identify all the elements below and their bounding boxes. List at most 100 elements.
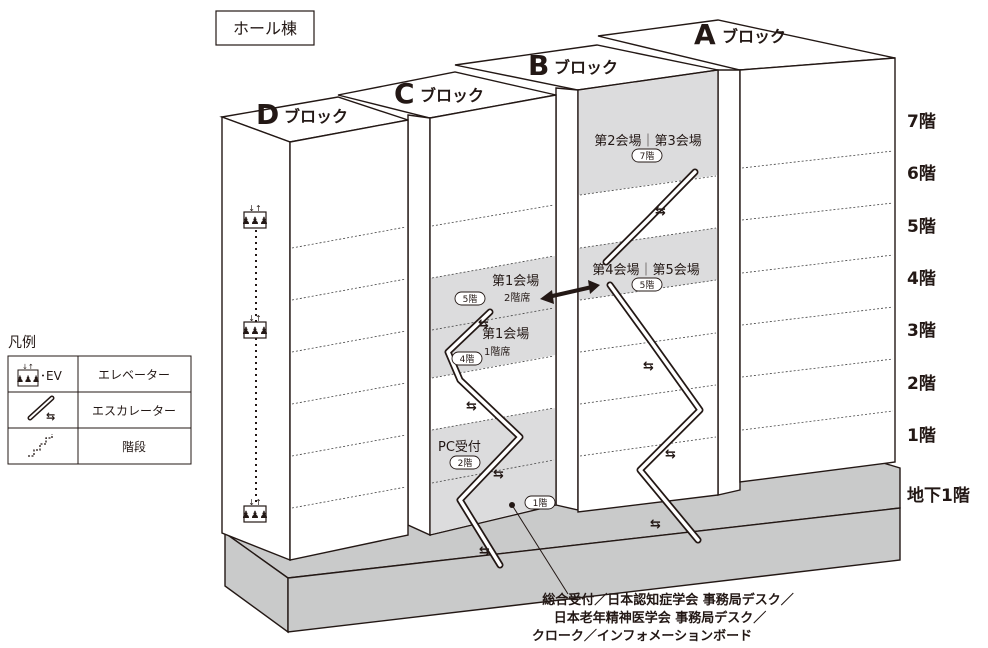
svg-text:D: D: [256, 98, 279, 131]
svg-text:C: C: [394, 77, 415, 110]
callout: 総合受付／日本認知症学会 事務局デスク／ 日本老年精神医学会 事務局デスク／ ク…: [532, 592, 794, 644]
svg-text:⇆: ⇆: [643, 359, 654, 374]
svg-text:↓↑: ↓↑: [248, 314, 261, 323]
block-b-label: B ブロック: [528, 49, 618, 82]
svg-text:1階: 1階: [533, 498, 548, 509]
block-c-label: C ブロック: [394, 77, 484, 110]
svg-text:1階席: 1階席: [484, 345, 510, 358]
svg-text:ブロック: ブロック: [554, 58, 618, 77]
legend-title: 凡例: [8, 335, 36, 351]
escalator-icon: ⇆: [655, 204, 666, 219]
floor-label-5f: 5階: [907, 217, 936, 237]
block-c-floor-lines: [431, 204, 555, 484]
svg-text:総合受付／日本認知症学会 事務局デスク／: 総合受付／日本認知症学会 事務局デスク／: [542, 592, 794, 608]
block-a-side: [739, 57, 896, 483]
venue-ground-marker: 1階: [509, 495, 569, 595]
escalator-icon: ⇆: [665, 447, 676, 462]
svg-text:⇆: ⇆: [665, 447, 676, 462]
stairs-icon: [28, 434, 53, 457]
svg-text:ブロック: ブロック: [284, 107, 348, 126]
floor-label-2f: 2階: [907, 374, 936, 394]
escalator-icon: ⇆: [493, 467, 504, 482]
svg-text:エレベーター: エレベーター: [98, 368, 170, 382]
svg-text:↓↑: ↓↑: [248, 204, 261, 213]
svg-text:ブロック: ブロック: [722, 27, 786, 46]
svg-text:5階: 5階: [463, 294, 478, 305]
block-c-front: [407, 114, 431, 537]
svg-text:2階: 2階: [458, 458, 473, 469]
svg-text:第2会場｜第3会場: 第2会場｜第3会場: [594, 134, 702, 149]
venue-room1-main: 第1会場 1階席 4階: [451, 327, 529, 366]
floor-label-7f: 7階: [907, 112, 936, 132]
svg-text:ホール棟: ホール棟: [233, 19, 297, 38]
svg-text:⇆: ⇆: [46, 410, 55, 423]
block-d-side: [289, 119, 409, 561]
floor-label-6f: 6階: [907, 164, 936, 184]
svg-text:クローク／インフォメーションボード: クローク／インフォメーションボード: [532, 628, 752, 644]
block-b-front: [555, 87, 579, 511]
venue-room45-area: [579, 228, 717, 300]
venue-room1-balcony: 第1会場 2階席 5階: [454, 274, 539, 306]
svg-text:⇆: ⇆: [478, 317, 489, 332]
escalator-route-b: [602, 168, 704, 544]
block-a-front: [717, 69, 741, 496]
svg-text:B: B: [528, 49, 549, 82]
svg-text:♟♟♟: ♟♟♟: [242, 216, 269, 227]
svg-text:⇆: ⇆: [493, 467, 504, 482]
svg-text:･EV: ･EV: [40, 369, 63, 383]
legend-row-elevator: ↓↑ ♟♟♟ ･EV エレベーター: [16, 363, 170, 387]
floor-label-1f: 1階: [907, 426, 936, 446]
floor-label-b1f: 地下1階: [907, 485, 970, 506]
svg-text:⇆: ⇆: [479, 544, 490, 559]
venue-room45: 第4会場｜第5会場 5階: [592, 263, 700, 292]
elevator-icon: ↓↑ ♟♟♟: [242, 498, 269, 523]
legend: 凡例 ↓↑ ♟♟♟ ･EV エレベーター ⇆ エスカレーター: [7, 335, 192, 465]
legend-row-escalator: ⇆ エスカレーター: [27, 395, 176, 423]
svg-text:⇆: ⇆: [655, 204, 666, 219]
svg-text:⇆: ⇆: [466, 399, 477, 414]
block-d-label: D ブロック: [256, 98, 348, 131]
connection-arrow: [540, 280, 600, 304]
svg-text:日本老年精神医学会 事務局デスク／: 日本老年精神医学会 事務局デスク／: [554, 610, 767, 626]
escalator-icon: ⇆: [478, 317, 489, 332]
svg-text:ブロック: ブロック: [420, 86, 484, 105]
escalator-icon: ⇆: [27, 395, 55, 423]
venue-pc-reception: PC受付 2階: [438, 440, 481, 470]
escalator-route-c: [444, 308, 524, 569]
svg-text:⇆: ⇆: [650, 517, 661, 532]
escalator-icon: ⇆: [650, 517, 661, 532]
escalator-icon: ⇆: [479, 544, 490, 559]
svg-text:エスカレーター: エスカレーター: [92, 404, 176, 418]
escalator-icon: ⇆: [466, 399, 477, 414]
svg-text:5階: 5階: [640, 280, 655, 291]
escalator-icon: ⇆: [643, 359, 654, 374]
svg-text:♟♟♟: ♟♟♟: [16, 375, 40, 385]
svg-text:♟♟♟: ♟♟♟: [242, 510, 269, 521]
svg-text:♟♟♟: ♟♟♟: [242, 326, 269, 337]
svg-text:4階: 4階: [460, 354, 475, 365]
elevator-icon: ↓↑ ♟♟♟: [16, 363, 40, 387]
base-side: [287, 507, 901, 633]
venue-room23-area: [579, 71, 717, 195]
venue-room1-area: [431, 256, 555, 378]
svg-text:第4会場｜第5会場: 第4会場｜第5会場: [592, 263, 700, 278]
svg-text:↓↑: ↓↑: [248, 498, 261, 507]
floor-label-3f: 3階: [907, 321, 936, 341]
svg-text:2階席: 2階席: [504, 291, 530, 304]
svg-text:階段: 階段: [122, 439, 146, 454]
legend-row-stairs: 階段: [28, 434, 146, 457]
svg-text:↓↑: ↓↑: [22, 363, 34, 371]
block-a-floor-lines: [741, 150, 894, 431]
floor-labels: 7階 6階 5階 4階 3階 2階 1階 地下1階: [907, 112, 970, 506]
block-a: [597, 19, 896, 496]
elevator-icon: ↓↑ ♟♟♟: [242, 314, 269, 339]
svg-text:PC受付: PC受付: [438, 440, 481, 455]
svg-text:第1会場: 第1会場: [482, 327, 529, 342]
venue-room23: 第2会場｜第3会場 7階: [594, 134, 702, 163]
svg-text:第1会場: 第1会場: [492, 274, 539, 289]
block-d-floor-lines: [291, 226, 407, 509]
svg-text:7階: 7階: [640, 151, 655, 162]
elevator-icon: ↓↑ ♟♟♟: [242, 204, 269, 229]
svg-text:A: A: [694, 18, 716, 51]
